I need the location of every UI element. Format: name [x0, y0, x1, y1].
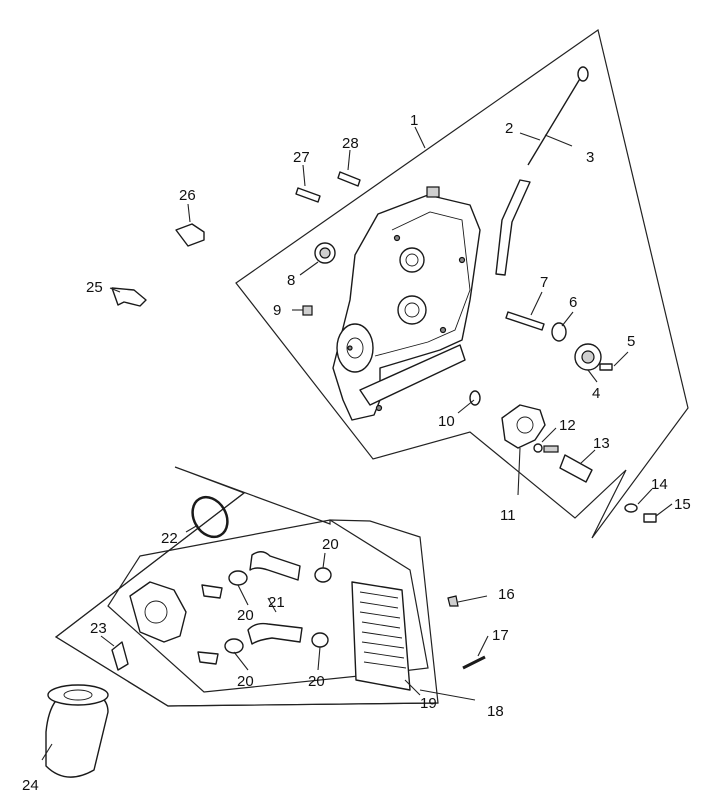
fitting-elbow-a	[201, 584, 223, 599]
callout-24: 24	[22, 777, 39, 794]
hose-21	[247, 551, 303, 645]
callout-20-c: 20	[237, 673, 254, 690]
shaft-7	[505, 311, 545, 331]
callout-2: 2	[505, 120, 513, 137]
callout-8: 8	[287, 272, 295, 289]
group-frame-1	[235, 29, 689, 539]
group-frame-18-lower	[54, 492, 439, 707]
adapter-housing	[129, 581, 187, 643]
sensor-26	[175, 223, 205, 247]
callout-3: 3	[586, 149, 594, 166]
spring-12	[533, 443, 559, 453]
callout-19: 19	[420, 695, 437, 712]
callout-11: 11	[500, 507, 516, 524]
bolt-28	[337, 171, 361, 187]
callout-23: 23	[90, 620, 107, 637]
callout-18: 18	[487, 703, 504, 720]
callout-12: 12	[559, 417, 576, 434]
callout-9: 9	[273, 302, 281, 319]
oil-cooler-19	[351, 581, 411, 691]
hose-clamp-20-c	[224, 638, 244, 654]
o-ring-10	[469, 390, 481, 406]
callout-14: 14	[651, 476, 668, 493]
clip-16	[447, 595, 459, 607]
hose-clamp-20-a	[228, 570, 248, 586]
bolt-27	[295, 187, 321, 203]
callout-26: 26	[179, 187, 196, 204]
crankcase-cover	[332, 186, 481, 421]
callout-5: 5	[627, 333, 635, 350]
callout-16: 16	[498, 586, 515, 603]
o-ring-22	[191, 495, 229, 539]
leader-lines	[41, 126, 673, 761]
pin-5	[599, 363, 613, 371]
callout-13: 13	[593, 435, 610, 452]
dipstick-tube	[495, 179, 531, 276]
callout-25: 25	[86, 279, 103, 296]
callout-20-a: 20	[322, 536, 339, 553]
callout-1: 1	[410, 112, 418, 129]
callout-15: 15	[674, 496, 691, 513]
bolt-15	[643, 513, 657, 523]
callout-labels: 1 2 3 4 5 6 7 8 9 10 11 12 13 14 15 16 1…	[22, 112, 691, 794]
callout-20-b: 20	[237, 607, 254, 624]
relief-valve-13	[559, 454, 593, 483]
callout-17: 17	[492, 627, 509, 644]
oil-seal-8	[314, 242, 336, 264]
oil-filter-24	[45, 684, 109, 778]
bolt-17	[462, 655, 486, 670]
fitting-elbow-b	[197, 651, 219, 665]
callout-28: 28	[342, 135, 359, 152]
washer-6	[551, 322, 567, 342]
oil-pump-11	[501, 404, 546, 449]
plug-9	[302, 305, 313, 316]
washer-14	[624, 503, 638, 513]
callout-20-d: 20	[308, 673, 325, 690]
callout-7: 7	[540, 274, 548, 291]
hose-clamp-20-b	[314, 567, 332, 583]
callout-6: 6	[569, 294, 577, 311]
elbow-fitting-25	[111, 287, 147, 307]
fitting-23	[111, 641, 129, 671]
callout-21: 21	[268, 594, 285, 611]
callout-10: 10	[438, 413, 455, 430]
dipstick	[527, 66, 589, 166]
hose-clamp-20-d	[311, 632, 329, 648]
callout-27: 27	[293, 149, 310, 166]
gear	[574, 343, 602, 371]
callout-22: 22	[161, 530, 178, 547]
callout-4: 4	[592, 385, 600, 402]
